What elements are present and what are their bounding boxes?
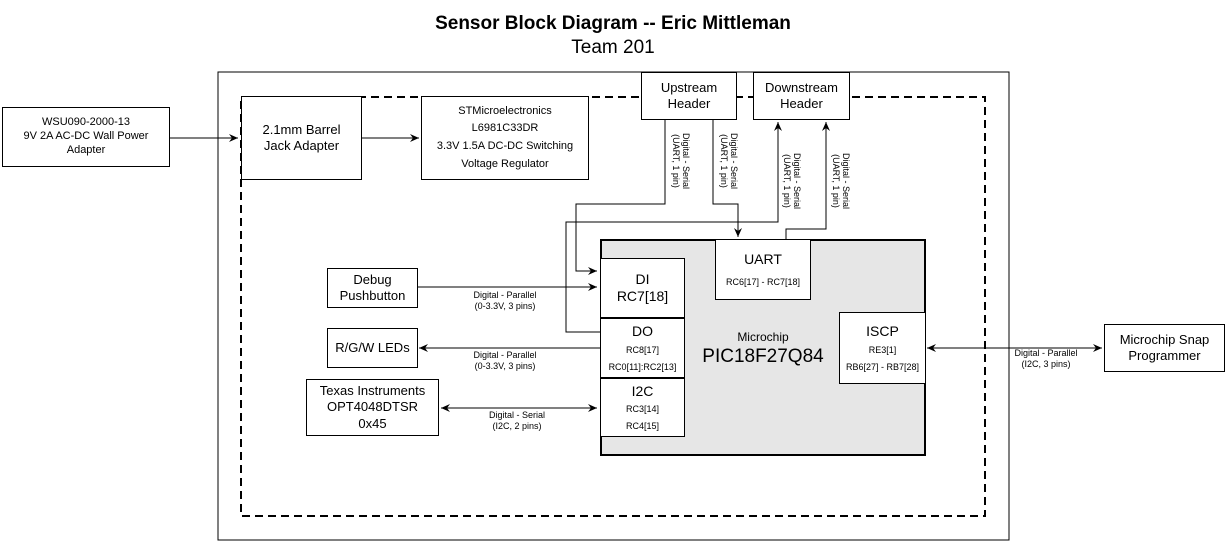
sensor-line-3: 0x45 — [358, 415, 387, 431]
uart-label-2: Digital - Serial(UART, 1 pin) — [719, 133, 739, 190]
uart-label: UART — [744, 251, 782, 268]
barrel-jack-block: 2.1mm Barrel Jack Adapter — [241, 96, 362, 180]
light-sensor-block: Texas Instruments OPT4048DTSR 0x45 — [306, 379, 439, 436]
enclosure-border — [217, 71, 1010, 541]
upstream-header-line-1: Upstream — [660, 79, 718, 95]
mcu-vendor: Microchip — [737, 330, 789, 344]
uart-label-1: Digital - Serial(UART, 1 pin) — [671, 133, 691, 190]
i2c-pins-2: RC4[15] — [625, 421, 660, 432]
snap-programmer-block: Microchip Snap Programmer — [1104, 324, 1225, 372]
uart-wire-downstream-1 — [565, 122, 782, 333]
debug-line-1: Debug — [353, 271, 392, 287]
regulator-line-3: 3.3V 1.5A DC-DC Switching — [436, 140, 574, 152]
wall-adapter-block: WSU090-2000-13 9V 2A AC-DC Wall Power Ad… — [2, 107, 170, 167]
regulator-line-2: L6981C33DR — [471, 122, 539, 135]
barrel-jack-line-1: 2.1mm Barrel — [262, 121, 341, 137]
regulator-line-1: STMicroelectronics — [458, 104, 552, 117]
regulator-block: STMicroelectronics L6981C33DR 3.3V 1.5A … — [421, 96, 589, 180]
iscp-pins-2: RB6[27] - RB7[28] — [845, 361, 920, 372]
mcu-part: PIC18F27Q84 — [702, 346, 824, 367]
led-link-label: Digital - Parallel(0-3.3V, 3 pins) — [473, 350, 537, 371]
mcu-di-block: DI RC7[18] — [600, 258, 685, 318]
diagram-title: Sensor Block Diagram -- Eric Mittleman — [435, 13, 791, 34]
regulator-line-4: Voltage Regulator — [461, 157, 549, 170]
do-label: DO — [632, 323, 653, 339]
sensor-link-label: Digital - Serial(I2C, 2 pins) — [488, 410, 546, 431]
upstream-header-block: Upstream Header — [641, 72, 737, 120]
programmer-line-1: Microchip Snap — [1119, 331, 1210, 347]
mcu-i2c-block: I2C RC3[14] RC4[15] — [600, 378, 685, 437]
diagram-subtitle: Team 201 — [571, 37, 655, 58]
uart-wire-upstream-2 — [712, 119, 742, 237]
i2c-label: I2C — [631, 382, 654, 399]
mcu-do-block: DO RC8[17] RC0[11]:RC2[13] — [600, 318, 685, 378]
downstream-header-block: Downstream Header — [753, 72, 850, 120]
debug-pushbutton-block: Debug Pushbutton — [327, 268, 418, 308]
upstream-header-line-2: Header — [667, 96, 711, 111]
programmer-line-2: Programmer — [1128, 348, 1201, 363]
uart-wire-downstream-2 — [785, 122, 830, 240]
debug-link-label: Digital - Parallel(0-3.3V, 3 pins) — [473, 290, 537, 311]
pcb-boundary — [240, 96, 986, 517]
di-label: DI — [635, 270, 650, 287]
uart-pins: RC6[17] - RC7[18] — [725, 276, 801, 287]
wall-adapter-line-2: 9V 2A AC-DC Wall Power — [23, 130, 149, 143]
sensor-line-2: OPT4048DTSR — [326, 399, 419, 415]
do-pins-2: RC0[11]:RC2[13] — [608, 361, 677, 372]
i2c-pins-1: RC3[14] — [625, 404, 660, 414]
mcu-uart-block: UART RC6[17] - RC7[18] — [715, 239, 811, 300]
wall-adapter-line-3: Adapter — [66, 143, 106, 156]
leds-block: R/G/W LEDs — [327, 328, 418, 368]
do-pins-1: RC8[17] — [625, 344, 660, 355]
iscp-pins-1: RE3[1] — [868, 344, 897, 355]
uart-wire-upstream-1 — [575, 119, 666, 275]
debug-line-2: Pushbutton — [339, 288, 406, 303]
sensor-line-1: Texas Instruments — [319, 383, 426, 399]
uart-label-3: Digital - Serial(UART, 1 pin) — [782, 153, 802, 210]
downstream-header-line-1: Downstream — [765, 79, 838, 95]
di-pins: RC7[18] — [616, 288, 669, 304]
mcu-iscp-block: ISCP RE3[1] RB6[27] - RB7[28] — [839, 312, 926, 384]
uart-label-4: Digital - Serial(UART, 1 pin) — [831, 153, 851, 210]
wall-adapter-line-1: WSU090-2000-13 — [41, 116, 131, 129]
downstream-header-line-2: Header — [780, 96, 823, 111]
leds-label: R/G/W LEDs — [335, 339, 410, 355]
programmer-link-label: Digital - Parallel(I2C, 3 pins) — [1014, 348, 1078, 369]
barrel-jack-line-2: Jack Adapter — [263, 138, 340, 153]
iscp-label: ISCP — [866, 323, 899, 339]
